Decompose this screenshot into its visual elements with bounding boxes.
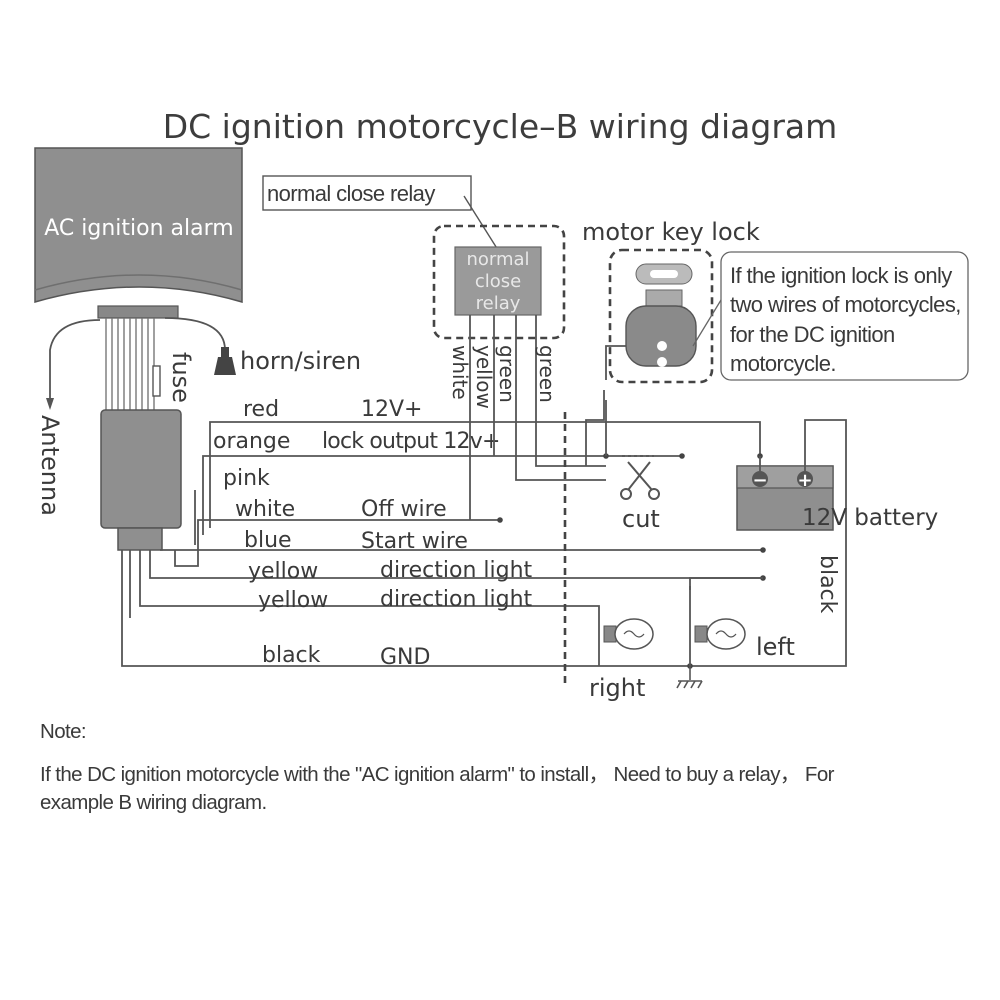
- wire-label-white: white: [235, 497, 295, 522]
- cut-point: cut: [620, 455, 660, 533]
- signal-gnd: GND: [380, 645, 430, 670]
- ground-icon: [676, 666, 703, 689]
- key-lock-icon: [625, 263, 697, 367]
- key-lock-callout-line-1: If the ignition lock is only: [730, 263, 952, 288]
- harness-wires: [121, 419, 847, 667]
- lamp-right-label: right: [589, 674, 645, 702]
- horn-icon: [214, 347, 236, 375]
- harness-plug: [117, 527, 163, 551]
- relay-pin-green-2: green: [535, 345, 559, 403]
- note-line-2: example B wiring diagram.: [40, 791, 267, 814]
- relay: normal close relay normal close relay wh…: [262, 175, 606, 520]
- signal-direction-light-2: direction light: [380, 587, 533, 612]
- relay-box: [454, 246, 542, 316]
- battery-positive-sign: +: [797, 470, 812, 491]
- key-lock-callout-box: [720, 251, 969, 381]
- key-lock-callout-line-3: for the DC ignition: [730, 322, 895, 347]
- alarm-connector: [97, 305, 179, 319]
- battery-positive-terminal: [797, 471, 813, 487]
- scissors-icon: [620, 461, 660, 500]
- harness-block: [100, 409, 182, 529]
- wire-label-blue: blue: [244, 528, 292, 553]
- battery-label: 12V battery: [802, 505, 938, 531]
- key-lock-callout-line-2: two wires of motorcycles,: [730, 292, 961, 317]
- key-lock: motor key lock If the ignition lock is o…: [582, 218, 969, 466]
- relay-box-line-3: relay: [476, 293, 521, 314]
- alarm-label: AC ignition alarm: [44, 216, 233, 241]
- wire-label-orange: orange: [213, 429, 290, 454]
- relay-dashed-boundary: [432, 224, 566, 340]
- wire-label-red: red: [243, 397, 279, 422]
- note-line-1: If the DC ignition motorcycle with the "…: [40, 763, 834, 786]
- battery: − + 12V battery black: [736, 456, 938, 614]
- signal-direction-light-1: direction light: [380, 558, 533, 583]
- wire-label-black: black: [262, 643, 321, 668]
- horn-label: horn/siren: [240, 347, 361, 375]
- signal-lock-output: lock output 12v+: [322, 429, 500, 454]
- relay-pin-yellow: yellow: [472, 345, 496, 409]
- battery-negative-sign: −: [752, 470, 767, 491]
- diagram-title: DC ignition motorcycle–B wiring diagram: [163, 107, 838, 146]
- relay-box-line-1: normal: [466, 249, 529, 270]
- alarm-unit: AC ignition alarm: [34, 147, 243, 551]
- signal-start-wire: Start wire: [361, 529, 468, 554]
- lamp-right: right: [589, 618, 654, 702]
- fuse-icon: [152, 365, 161, 397]
- fuse-label: fuse: [167, 352, 195, 403]
- alarm-box: [34, 147, 243, 304]
- antenna: Antenna: [36, 319, 101, 516]
- wire-label-pink: pink: [223, 466, 270, 491]
- wire-label-yellow-2: yellow: [258, 588, 328, 613]
- antenna-icon: [46, 398, 54, 410]
- key-lock-callout-line-4: motorcycle.: [730, 351, 836, 376]
- wire-label-yellow-1: yellow: [248, 559, 318, 584]
- relay-callout-box: [262, 175, 472, 211]
- relay-callout: normal close relay: [267, 181, 435, 206]
- signal-12v: 12V+: [361, 397, 422, 422]
- relay-pin-green-1: green: [495, 345, 519, 403]
- relay-pin-white: white: [448, 345, 472, 400]
- cut-label: cut: [622, 505, 660, 533]
- antenna-label: Antenna: [36, 415, 64, 516]
- signal-off-wire: Off wire: [361, 497, 447, 522]
- key-lock-label: motor key lock: [582, 218, 760, 246]
- note-heading: Note:: [40, 720, 87, 743]
- relay-box-line-2: close: [475, 271, 521, 292]
- battery-negative-terminal: [752, 471, 768, 487]
- lamp-left: left: [689, 586, 795, 666]
- battery-ground-wire-label: black: [815, 555, 840, 614]
- lamp-left-label: left: [756, 633, 795, 661]
